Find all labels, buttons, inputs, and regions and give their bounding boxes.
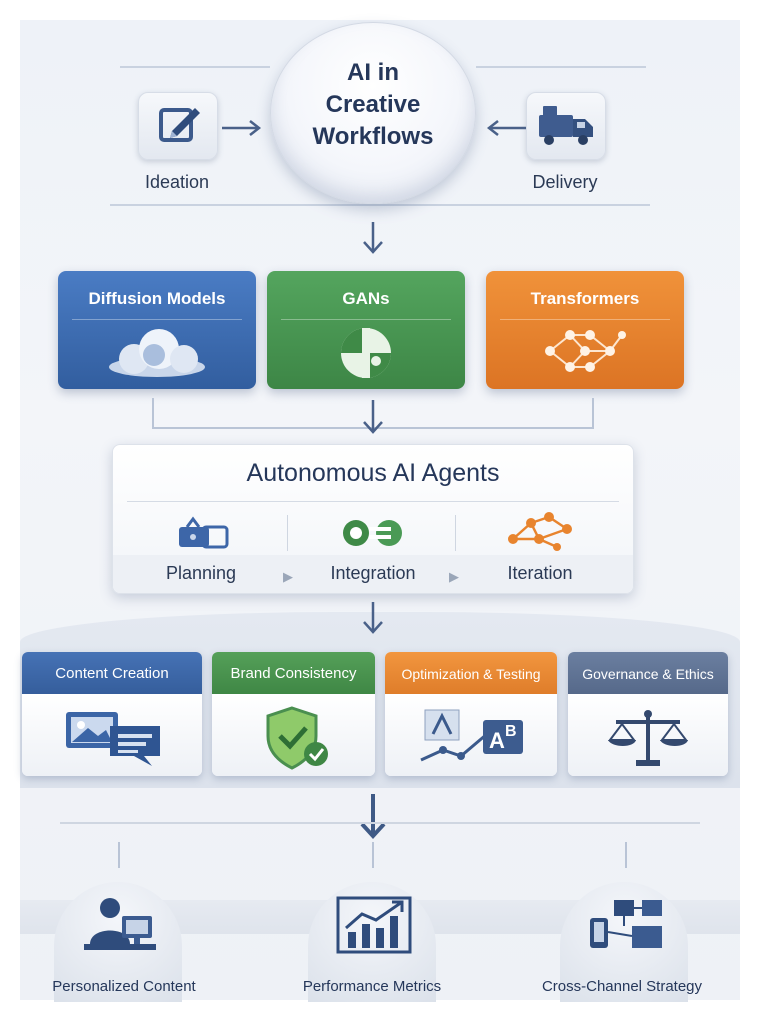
bottom-divider-line: [60, 822, 700, 824]
outcome-dome-performance: [308, 882, 436, 1002]
model-divider: [72, 319, 242, 320]
card-governance-ethics-label: Governance & Ethics: [568, 652, 728, 694]
delivery-tile: [526, 92, 606, 160]
down-arrow-2: [363, 400, 383, 434]
outcome-connector-2: [372, 842, 374, 868]
integration-link-icon: [343, 520, 402, 546]
hub-circle: AI in Creative Workflows: [270, 22, 476, 204]
step-iteration-label: Iteration: [507, 563, 573, 583]
connector-right: [592, 398, 594, 428]
model-transformers-label: Transformers: [530, 289, 640, 308]
model-diffusion: Diffusion Models: [58, 271, 256, 389]
agents-footer: [113, 555, 633, 593]
delivery-arrow: [486, 120, 526, 136]
ideation-arrow: [222, 120, 262, 136]
hub-title-line-1: AI in: [347, 59, 399, 86]
model-gans: GANs: [267, 271, 465, 389]
down-arrow-1: [363, 222, 383, 254]
top-guide-line-left: [120, 66, 270, 68]
hub-title-line-2: Creative: [325, 91, 421, 118]
outcome-crosschannel-label: Cross-Channel Strategy: [541, 978, 703, 995]
outcome-dome-crosschannel: [560, 882, 688, 1002]
top-guide-line-right: [476, 66, 646, 68]
down-arrow-3: [363, 602, 383, 634]
model-divider: [281, 319, 451, 320]
planning-toolbox-icon: [179, 516, 229, 549]
card-optimization-testing: Optimization & Testing A B: [385, 652, 557, 776]
agents-separator-1: [287, 515, 288, 551]
iteration-network-icon: [508, 512, 572, 551]
card-governance-ethics: Governance & Ethics: [568, 652, 728, 776]
ideation-tile: [138, 92, 218, 160]
scales-icon: [608, 710, 688, 766]
network-nodes-icon: [545, 330, 626, 372]
model-divider: [500, 319, 670, 320]
model-diffusion-label: Diffusion Models: [88, 289, 226, 308]
outcome-performance-label: Performance Metrics: [302, 978, 442, 995]
card-content-creation-label: Content Creation: [22, 652, 202, 694]
cloud-icon: [109, 329, 205, 377]
delivery-truck-icon: [539, 106, 593, 145]
model-gans-label: GANs: [342, 289, 390, 308]
svg-text:B: B: [505, 723, 517, 740]
delivery-label: Delivery: [532, 172, 598, 192]
agents-separator-2: [455, 515, 456, 551]
outcome-connector-3: [625, 842, 627, 868]
card-brand-consistency-label: Brand Consistency: [212, 652, 375, 694]
card-content-creation: Content Creation: [22, 652, 202, 776]
card-body: [22, 694, 202, 776]
agents-divider: [127, 501, 619, 502]
shield-check-icon: [266, 706, 328, 770]
top-divider-line: [110, 204, 650, 206]
card-body: A B: [385, 694, 557, 776]
agents-title: Autonomous AI Agents: [246, 459, 500, 487]
svg-text:A: A: [489, 728, 505, 753]
step-integration-label: Integration: [330, 563, 416, 583]
image-message-icon: [66, 712, 160, 766]
card-optimization-testing-label: Optimization & Testing: [385, 652, 557, 694]
card-body: [212, 694, 375, 776]
step-chevron-icon: ▶: [449, 569, 459, 584]
ideation-label: Ideation: [144, 172, 210, 192]
edit-pencil-icon: [159, 108, 200, 142]
step-chevron-icon: ▶: [283, 569, 293, 584]
ab-test-icon: A B: [420, 709, 523, 762]
growth-chart-icon: [336, 896, 412, 954]
step-planning-label: Planning: [165, 563, 237, 583]
outcome-dome-personalized: [54, 882, 182, 1002]
outcome-connector-1: [118, 842, 120, 868]
down-arrow-4: [360, 794, 386, 839]
agents-panel: Autonomous AI Agents Planning Integratio…: [112, 444, 634, 594]
card-body: [568, 694, 728, 776]
card-brand-consistency: Brand Consistency: [212, 652, 375, 776]
user-monitor-icon: [84, 898, 156, 950]
gan-split-circle-icon: [341, 328, 391, 378]
hub-title: AI in Creative Workflows: [271, 57, 475, 153]
model-transformers: Transformers: [486, 271, 684, 389]
hub-title-line-3: Workflows: [312, 123, 434, 150]
connector-left: [152, 398, 154, 428]
devices-channels-icon: [590, 900, 662, 948]
outcome-personalized-label: Personalized Content: [52, 978, 196, 995]
